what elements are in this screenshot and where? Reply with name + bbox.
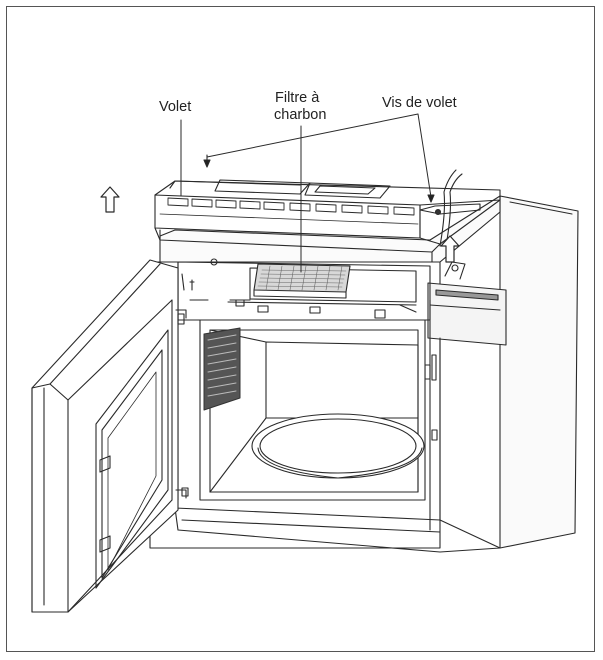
power-cord: [439, 169, 457, 247]
oven-cavity: [199, 319, 426, 501]
up-arrow-icon: [100, 186, 120, 213]
flap-screws-label: Vis de volet: [382, 95, 457, 111]
filter-label-line1: Filtre à: [275, 90, 320, 106]
screw-icon: [203, 154, 435, 203]
power-cord-outline: [445, 173, 463, 247]
control-panel: [424, 261, 507, 531]
screw-leader-line: [206, 113, 432, 198]
up-arrow-icon: [440, 235, 460, 263]
charcoal-filter: [253, 263, 351, 299]
flap-label: Volet: [159, 99, 192, 115]
oven-door: [31, 259, 189, 613]
filter-opening: [177, 258, 431, 321]
flap-assembly: [154, 179, 501, 263]
filter-label-line2: charbon: [274, 107, 327, 123]
diagram-frame: [6, 6, 595, 652]
label-leader-lines: [180, 113, 432, 273]
